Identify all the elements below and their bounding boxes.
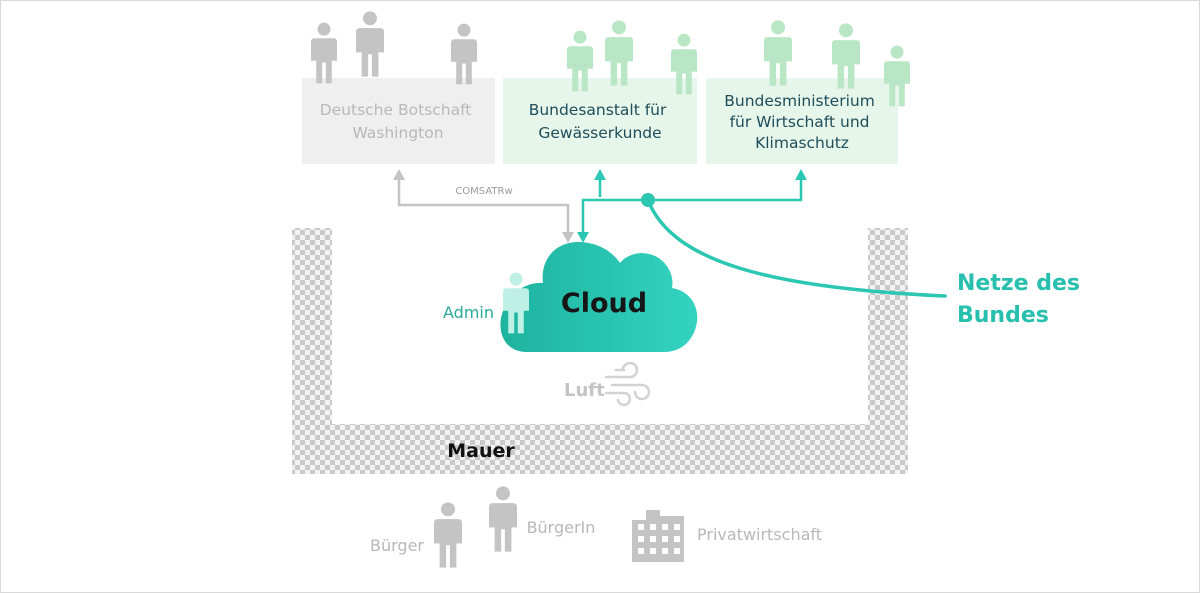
netze-connection (577, 169, 947, 298)
arrow-down-icon (562, 232, 574, 243)
wall (292, 228, 908, 474)
person-icon (605, 20, 633, 86)
bfg-label-line1: Bundesanstalt für (529, 101, 667, 119)
air-label: Luft (564, 380, 605, 401)
building-icon (632, 510, 684, 562)
bfg-box (503, 78, 697, 164)
person-icon (356, 11, 384, 77)
network-label-line1: Netze des (957, 271, 1080, 296)
person-icon (311, 22, 337, 84)
citizen-f-label: BürgerIn (527, 518, 596, 537)
cloud-label: Cloud (561, 288, 647, 319)
arrow-up-icon (795, 169, 807, 180)
arrow-up-icon (594, 169, 606, 180)
wind-icon (604, 361, 651, 407)
embassy-label: Deutsche Botschaft Washington (320, 101, 477, 142)
person-icon (451, 23, 477, 85)
arrow-up-icon (393, 169, 405, 180)
comsat-label: COMSATRw (455, 186, 512, 197)
bmwk-label-line2: für Wirtschaft und (730, 113, 870, 131)
embassy-label-line2: Washington (352, 124, 443, 142)
bfg-label-line2: Gewässerkunde (538, 124, 661, 142)
private-sector-label: Privatwirtschaft (697, 525, 822, 544)
bmwk-label-line1: Bundesministerium (724, 92, 875, 110)
arrow-down-icon (577, 232, 589, 243)
citizen-m-label: Bürger (370, 536, 424, 555)
bmwk-label: Bundesministerium für Wirtschaft und Kli… (724, 92, 880, 152)
wall-label: Mauer (447, 440, 515, 462)
person-icon (434, 502, 462, 568)
bmwk-box (706, 78, 898, 164)
bmwk-label-line3: Klimaschutz (755, 134, 849, 152)
network-label-line2: Bundes (957, 303, 1049, 328)
person-icon (764, 20, 792, 86)
embassy-people (311, 11, 477, 85)
cloud-icon (500, 242, 698, 352)
bfg-label: Bundesanstalt für Gewässerkunde (529, 101, 672, 142)
embassy-box (302, 78, 495, 164)
embassy-label-line1: Deutsche Botschaft (320, 101, 472, 119)
person-icon (489, 486, 517, 552)
comsat-connection (393, 169, 574, 243)
network-label: Netze des Bundes (957, 271, 1088, 328)
admin-label: Admin (443, 303, 494, 322)
